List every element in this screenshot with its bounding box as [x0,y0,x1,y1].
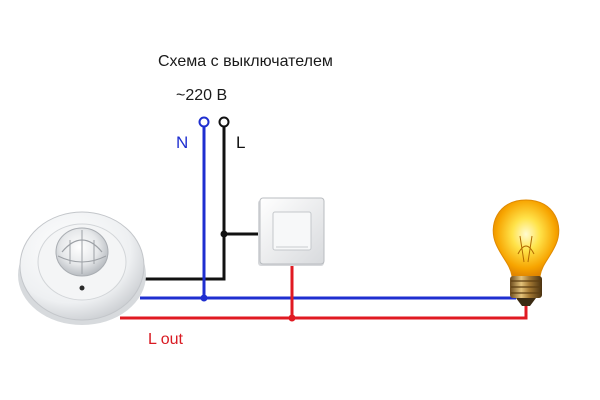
line-wire [140,126,262,281]
load-out-label: L out [148,331,184,348]
neutral-label: N [176,133,188,152]
neutral-wire [140,126,516,302]
wall-switch-icon [258,197,325,266]
voltage-label: ~220 В [176,87,227,104]
line-label: L [236,133,245,152]
neutral-terminal [198,116,210,128]
line-terminal [218,116,230,128]
load-wire [120,266,528,322]
light-bulb-icon [492,199,560,306]
motion-sensor-icon [18,211,146,325]
diagram-title: Схема с выключателем [158,53,333,70]
